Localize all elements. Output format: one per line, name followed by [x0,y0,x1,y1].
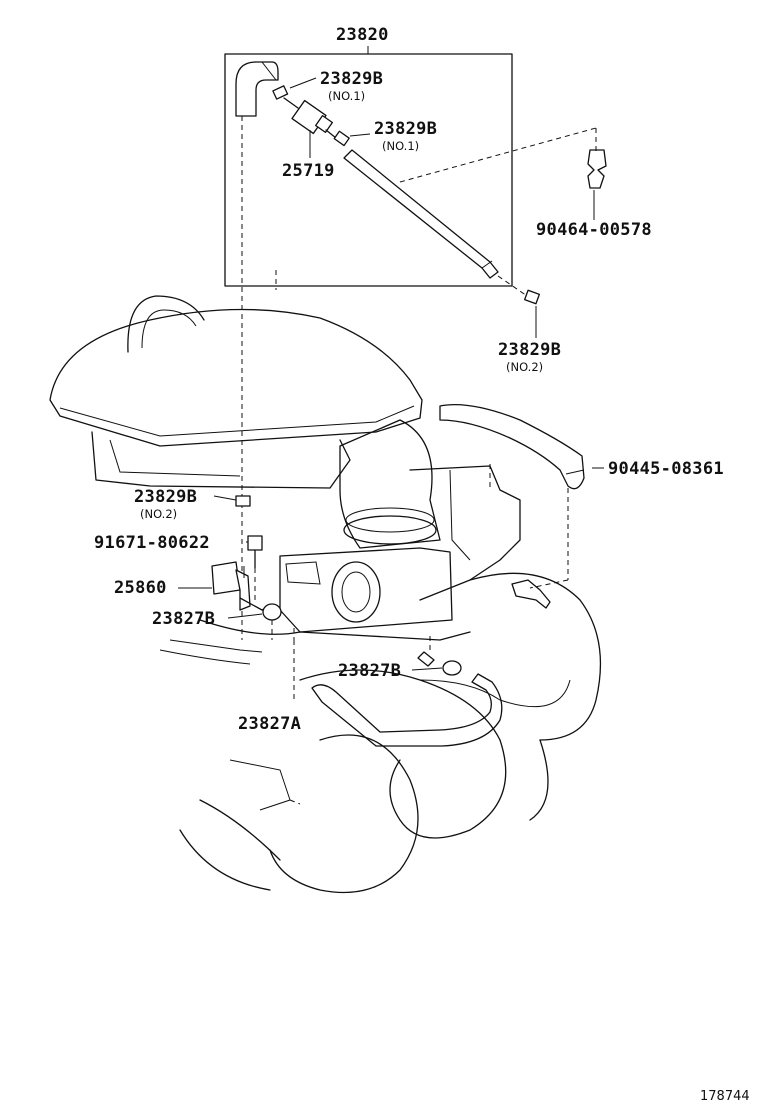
clip [587,149,607,220]
label-hose-clamp-mid: 23829B [374,119,437,139]
engine-illustration [49,295,604,894]
vacuum-hose-short [235,61,279,117]
hose-clamp-no1-mid [333,130,371,147]
assembly-box [224,46,513,287]
label-bolt: 91671-80622 [94,533,210,553]
clamp-left [227,603,295,640]
vsv [178,561,271,611]
label-hose-clamp-mid-sub: (NO.1) [382,139,419,153]
label-vsv-filter: 25719 [282,161,335,181]
vacuum-hose-bottom [311,673,503,747]
hose-clamp-no2-left [213,495,251,507]
label-hose-clamp-right: 23829B [498,340,561,360]
label-hose-right: 90445-08361 [608,459,724,479]
hose-clamp-no1-top [272,77,317,100]
clamp-center [411,651,462,676]
label-clip: 90464-00578 [536,220,652,240]
label-hose-clamp-top: 23829B [320,69,383,89]
label-vsv: 25860 [114,578,167,598]
label-assembly: 23820 [336,25,389,45]
label-hose-bottom: 23827A [238,714,301,734]
figure-number: 178744 [700,1089,750,1104]
bolt [246,535,263,600]
vsv-filter [283,97,337,158]
label-hose-clamp-top-sub: (NO.1) [328,89,365,103]
vacuum-hose-long [343,149,499,279]
label-clamp-left: 23827B [152,609,215,629]
label-hose-clamp-right-sub: (NO.2) [506,360,543,374]
hose-clamp-no2-right [524,289,540,338]
label-hose-clamp-left: 23829B [134,487,197,507]
label-clamp-center: 23827B [338,661,401,681]
label-hose-clamp-left-sub: (NO.2) [140,507,177,521]
